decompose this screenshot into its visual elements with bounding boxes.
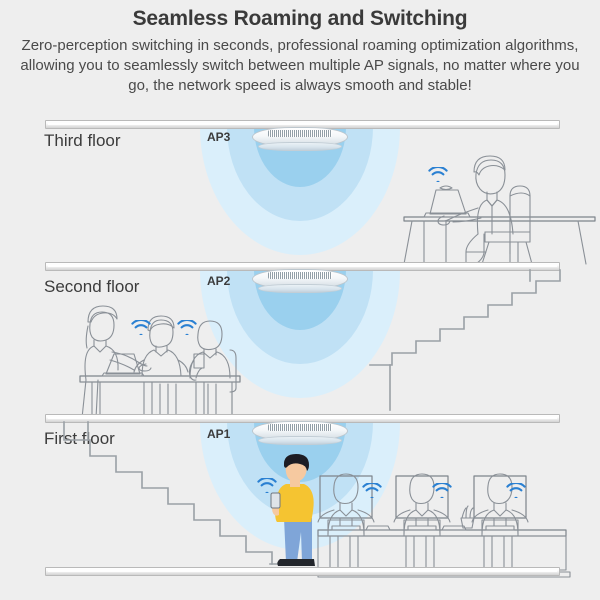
wifi-icon-workstation-2 bbox=[432, 483, 452, 498]
access-point-ap1 bbox=[252, 421, 348, 447]
ap-label-ap1: AP1 bbox=[207, 427, 231, 441]
page-title: Seamless Roaming and Switching bbox=[132, 7, 468, 30]
header: Seamless Roaming and Switching Zero-perc… bbox=[0, 0, 600, 96]
wifi-icon-second-right bbox=[177, 320, 197, 335]
access-point-lip bbox=[258, 142, 342, 151]
scene-third-floor bbox=[390, 142, 600, 267]
access-point-lip bbox=[258, 436, 342, 445]
person-with-phone bbox=[266, 454, 330, 574]
scene-second-floor bbox=[72, 302, 262, 420]
floor-slab-ground bbox=[45, 567, 560, 576]
floor-label-second: Second floor bbox=[44, 277, 140, 296]
wifi-icon-workstation-1 bbox=[362, 483, 382, 498]
access-point-ap2 bbox=[252, 269, 348, 295]
access-point-lip bbox=[258, 284, 342, 293]
access-point-ap3 bbox=[252, 127, 348, 153]
wifi-icon-phone-first bbox=[257, 478, 277, 493]
access-point-grille bbox=[268, 130, 332, 137]
floor-label-first: First floor bbox=[44, 429, 115, 448]
access-point-grille bbox=[268, 272, 332, 279]
access-point-grille bbox=[268, 424, 332, 431]
page-subtitle: Zero-perception switching in seconds, pr… bbox=[20, 37, 580, 94]
staircase-second-floor bbox=[369, 268, 585, 413]
ap-label-ap2: AP2 bbox=[207, 274, 231, 288]
wifi-icon-second-left bbox=[131, 320, 151, 335]
floor-label-third: Third floor bbox=[44, 131, 121, 150]
wifi-icon-laptop-third bbox=[428, 167, 448, 182]
wifi-icon-workstation-3 bbox=[506, 483, 526, 498]
ap-label-ap3: AP3 bbox=[207, 130, 231, 144]
